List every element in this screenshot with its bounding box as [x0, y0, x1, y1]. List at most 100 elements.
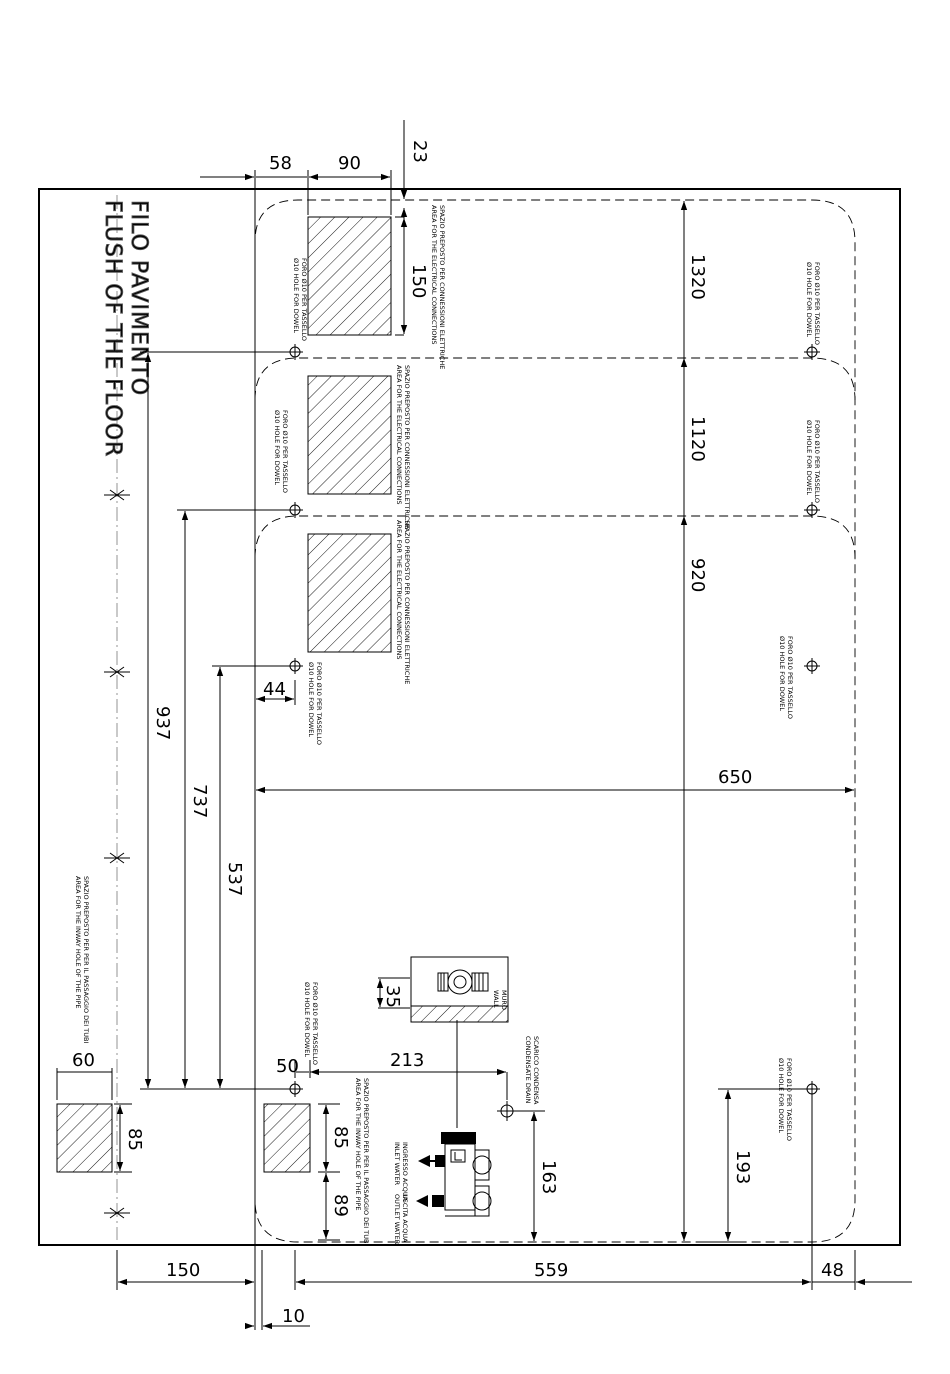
svg-text:Ø10 HOLE FOR DOWEL: Ø10 HOLE FOR DOWEL [778, 636, 786, 711]
svg-text:SPAZIO PREPOSTO PER CONNESSION: SPAZIO PREPOSTO PER CONNESSIONI ELETTRIC… [403, 365, 411, 529]
svg-text:Ø10 HOLE FOR DOWEL: Ø10 HOLE FOR DOWEL [777, 1058, 785, 1133]
dim-150-bottom: 150 [166, 1260, 200, 1281]
svg-text:Ø10 HOLE FOR DOWEL: Ø10 HOLE FOR DOWEL [307, 662, 315, 737]
svg-text:FORO Ø10 PER TASSELLO: FORO Ø10 PER TASSELLO [315, 662, 323, 745]
dowel-hole-icon [804, 344, 820, 360]
dim-737: 737 [189, 784, 210, 818]
dim-23: 23 [409, 140, 430, 163]
electrical-area-1320 [307, 216, 392, 336]
pipe-area-right [263, 1103, 311, 1173]
notes: SPAZIO PREPOSTO PER CONNESSIONI ELETTRIC… [74, 205, 821, 1245]
note-drain: SCARICO CONDENSA CONDENSATE DRAIN [524, 1036, 540, 1105]
floor-label-en: FLUSH OF THE FLOOR [100, 200, 125, 457]
svg-text:AREA FOR THE INWAY HOLE OF THE: AREA FOR THE INWAY HOLE OF THE PIPE [354, 1078, 362, 1211]
dim-85-left: 85 [124, 1128, 145, 1151]
valve-icon [437, 969, 489, 995]
svg-text:SPAZIO PREPOSTO PER PER IL PAS: SPAZIO PREPOSTO PER PER IL PASSAGGIO DEI… [362, 1078, 370, 1245]
dowel-hole-icon [287, 658, 303, 674]
dim-150-top: 150 [408, 264, 429, 298]
extension-lines [56, 170, 856, 1330]
dowel-hole-icon [287, 1081, 303, 1097]
svg-text:CONDENSATE DRAIN: CONDENSATE DRAIN [524, 1036, 532, 1103]
floor-line [104, 195, 130, 1240]
note-dowel-top-right: FORO Ø10 PER TASSELLO Ø10 HOLE FOR DOWEL [805, 262, 821, 345]
svg-text:INGRESSO ACQUA: INGRESSO ACQUA [401, 1142, 409, 1202]
note-electrical-1320: SPAZIO PREPOSTO PER CONNESSIONI ELETTRIC… [430, 205, 446, 369]
note-inlet: INGRESSO ACQUA INLET WATER [393, 1142, 409, 1202]
dim-58: 58 [269, 153, 292, 174]
dowel-hole-icon [804, 502, 820, 518]
unit-outlines [254, 199, 856, 1243]
note-dowel-mid-right: FORO Ø10 PER TASSELLO Ø10 HOLE FOR DOWEL [805, 420, 821, 503]
dim-48: 48 [821, 1260, 844, 1281]
svg-text:AREA FOR THE ELECTRICAL CONNEC: AREA FOR THE ELECTRICAL CONNECTIONS [430, 205, 438, 345]
floor-label: FILO PAVIMENTO FLUSH OF THE FLOOR [100, 200, 152, 458]
dim-1120: 1120 [687, 416, 708, 462]
electrical-area-1120 [307, 375, 392, 495]
svg-text:Ø10 HOLE FOR DOWEL: Ø10 HOLE FOR DOWEL [805, 262, 813, 337]
svg-text:FORO Ø10 PER TASSELLO: FORO Ø10 PER TASSELLO [281, 410, 289, 493]
electrical-area-920 [307, 533, 392, 653]
outlet-arrow-icon [416, 1195, 428, 1207]
note-dowel-bottom-right: FORO Ø10 PER TASSELLO Ø10 HOLE FOR DOWEL [777, 1058, 793, 1141]
dim-559: 559 [534, 1260, 568, 1281]
note-pipe-right: SPAZIO PREPOSTO PER PER IL PASSAGGIO DEI… [354, 1078, 370, 1245]
svg-text:FORO Ø10 PER TASSELLO: FORO Ø10 PER TASSELLO [813, 420, 821, 503]
dim-89: 89 [330, 1194, 351, 1217]
svg-text:SPAZIO PREPOSTO PER PER IL PAS: SPAZIO PREPOSTO PER PER IL PASSAGGIO DEI… [82, 876, 90, 1043]
dowel-hole-icon [287, 344, 303, 360]
svg-text:Ø10 HOLE FOR DOWEL: Ø10 HOLE FOR DOWEL [273, 410, 281, 485]
dowel-hole-icon [287, 502, 303, 518]
svg-text:AREA FOR THE INWAY HOLE OF THE: AREA FOR THE INWAY HOLE OF THE PIPE [74, 876, 82, 1009]
dimension-labels: 23 58 90 150 1320 1120 920 650 44 937 73… [72, 140, 844, 1327]
svg-text:Ø10 HOLE FOR DOWEL: Ø10 HOLE FOR DOWEL [292, 258, 300, 333]
wall-section [410, 1005, 509, 1023]
dowel-holes [287, 344, 820, 1121]
note-dowel-low-left: FORO Ø10 PER TASSELLO Ø10 HOLE FOR DOWEL [307, 662, 323, 745]
note-electrical-1120: SPAZIO PREPOSTO PER CONNESSIONI ELETTRIC… [395, 365, 411, 529]
dim-163: 163 [538, 1160, 559, 1194]
svg-text:USCITA ACQUA: USCITA ACQUA [401, 1194, 409, 1243]
svg-text:AREA FOR THE ELECTRICAL CONNEC: AREA FOR THE ELECTRICAL CONNECTIONS [395, 520, 403, 660]
dim-10: 10 [282, 1306, 305, 1327]
svg-text:FORO Ø10 PER TASSELLO: FORO Ø10 PER TASSELLO [785, 1058, 793, 1141]
dim-937: 937 [152, 706, 173, 740]
dowel-hole-icon [804, 1081, 820, 1097]
pipe-area-left [56, 1103, 113, 1173]
note-dowel-bottom-left: FORO Ø10 PER TASSELLO Ø10 HOLE FOR DOWEL [303, 982, 319, 1065]
inlet-arrow-icon [418, 1155, 435, 1167]
svg-text:AREA FOR THE ELECTRICAL CONNEC: AREA FOR THE ELECTRICAL CONNECTIONS [395, 365, 403, 505]
svg-text:FORO Ø10 PER TASSELLO: FORO Ø10 PER TASSELLO [300, 258, 308, 341]
dim-44: 44 [263, 679, 286, 700]
dim-85-mid: 85 [330, 1126, 351, 1149]
dim-1320: 1320 [687, 254, 708, 300]
svg-text:OUTLET WATER: OUTLET WATER [393, 1194, 401, 1245]
svg-text:Ø10 HOLE FOR DOWEL: Ø10 HOLE FOR DOWEL [805, 420, 813, 495]
dim-50: 50 [276, 1056, 299, 1077]
dim-35: 35 [382, 985, 403, 1008]
svg-text:WALL: WALL [492, 990, 500, 1008]
svg-text:MURO: MURO [500, 990, 508, 1010]
dim-60: 60 [72, 1050, 95, 1071]
dim-90: 90 [338, 153, 361, 174]
dim-193: 193 [732, 1150, 753, 1184]
svg-text:Ø10 HOLE FOR DOWEL: Ø10 HOLE FOR DOWEL [303, 982, 311, 1057]
water-connection-assembly [416, 1132, 492, 1217]
note-outlet: USCITA ACQUA OUTLET WATER [393, 1194, 409, 1245]
note-dowel-top-left: FORO Ø10 PER TASSELLO Ø10 HOLE FOR DOWEL [292, 258, 308, 341]
drain-hole-icon [497, 1101, 517, 1121]
svg-text:FORO Ø10 PER TASSELLO: FORO Ø10 PER TASSELLO [311, 982, 319, 1065]
svg-text:SPAZIO PREPOSTO PER CONNESSION: SPAZIO PREPOSTO PER CONNESSIONI ELETTRIC… [403, 520, 411, 684]
note-wall: MURO WALL [492, 990, 508, 1010]
wall-outline [38, 188, 901, 1246]
note-dowel-mid-left: FORO Ø10 PER TASSELLO Ø10 HOLE FOR DOWEL [273, 410, 289, 493]
dim-537: 537 [224, 862, 245, 896]
svg-text:FORO Ø10 PER TASSELLO: FORO Ø10 PER TASSELLO [813, 262, 821, 345]
svg-text:SCARICO CONDENSA: SCARICO CONDENSA [532, 1036, 540, 1105]
note-electrical-920: SPAZIO PREPOSTO PER CONNESSIONI ELETTRIC… [395, 520, 411, 684]
note-dowel-low-right: FORO Ø10 PER TASSELLO Ø10 HOLE FOR DOWEL [778, 636, 794, 719]
svg-text:INLET WATER: INLET WATER [393, 1142, 401, 1186]
floor-label-it: FILO PAVIMENTO [126, 200, 151, 396]
dowel-hole-icon [804, 658, 820, 674]
